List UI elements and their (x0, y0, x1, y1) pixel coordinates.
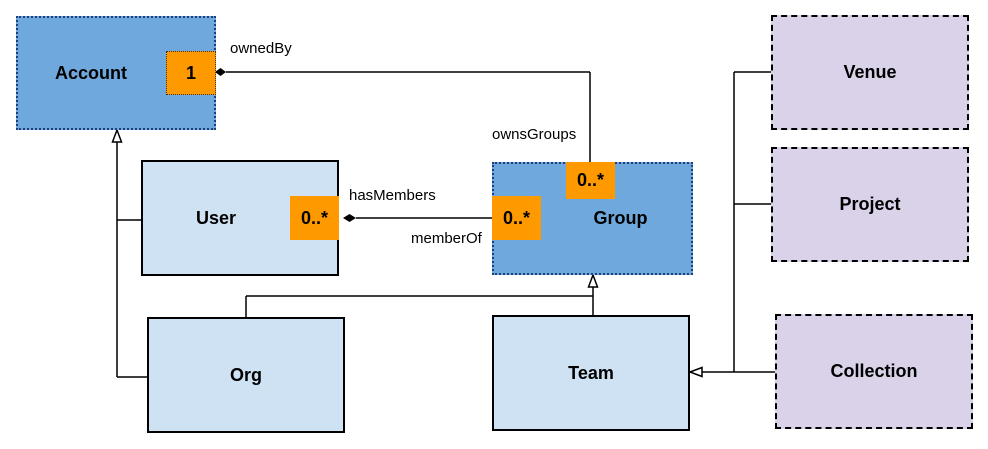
generalization-arrowhead-team (687, 366, 703, 378)
label-has-members: hasMembers (349, 187, 436, 204)
association-owned-by (226, 71, 591, 162)
class-user-label: User (195, 207, 237, 228)
multiplicity-group-owns-groups: 0..* (566, 162, 615, 199)
label-owns-groups: ownsGroups (492, 126, 577, 143)
label-owned-by: ownedBy (230, 40, 292, 57)
class-org[interactable]: Org (147, 317, 345, 433)
class-account-label: Account (55, 62, 127, 83)
multiplicity-account-owned-by: 1 (166, 51, 216, 95)
class-venue[interactable]: Venue (771, 15, 969, 130)
class-project-label: Project (839, 194, 901, 214)
multiplicity-user-has-members: 0..* (290, 196, 339, 240)
multiplicity-group-member-of: 0..* (492, 196, 541, 240)
generalization-to-team (700, 71, 775, 373)
class-team[interactable]: Team (492, 315, 690, 431)
class-team-label: Team (568, 362, 614, 383)
class-collection-label: Collection (830, 361, 918, 381)
label-member-of: memberOf (411, 230, 482, 247)
generalization-arrowhead-group (587, 272, 599, 288)
class-org-label: Org (229, 364, 262, 385)
composition-diamond-user (343, 214, 356, 222)
generalization-arrowhead-account (111, 127, 123, 143)
class-project[interactable]: Project (771, 147, 969, 262)
class-collection[interactable]: Collection (775, 314, 973, 429)
generalization-to-group (245, 281, 594, 317)
class-venue-label: Venue (843, 62, 897, 82)
composition-diamond-account (215, 68, 226, 76)
class-group-label: Group (593, 208, 648, 228)
generalization-to-account (116, 136, 147, 378)
